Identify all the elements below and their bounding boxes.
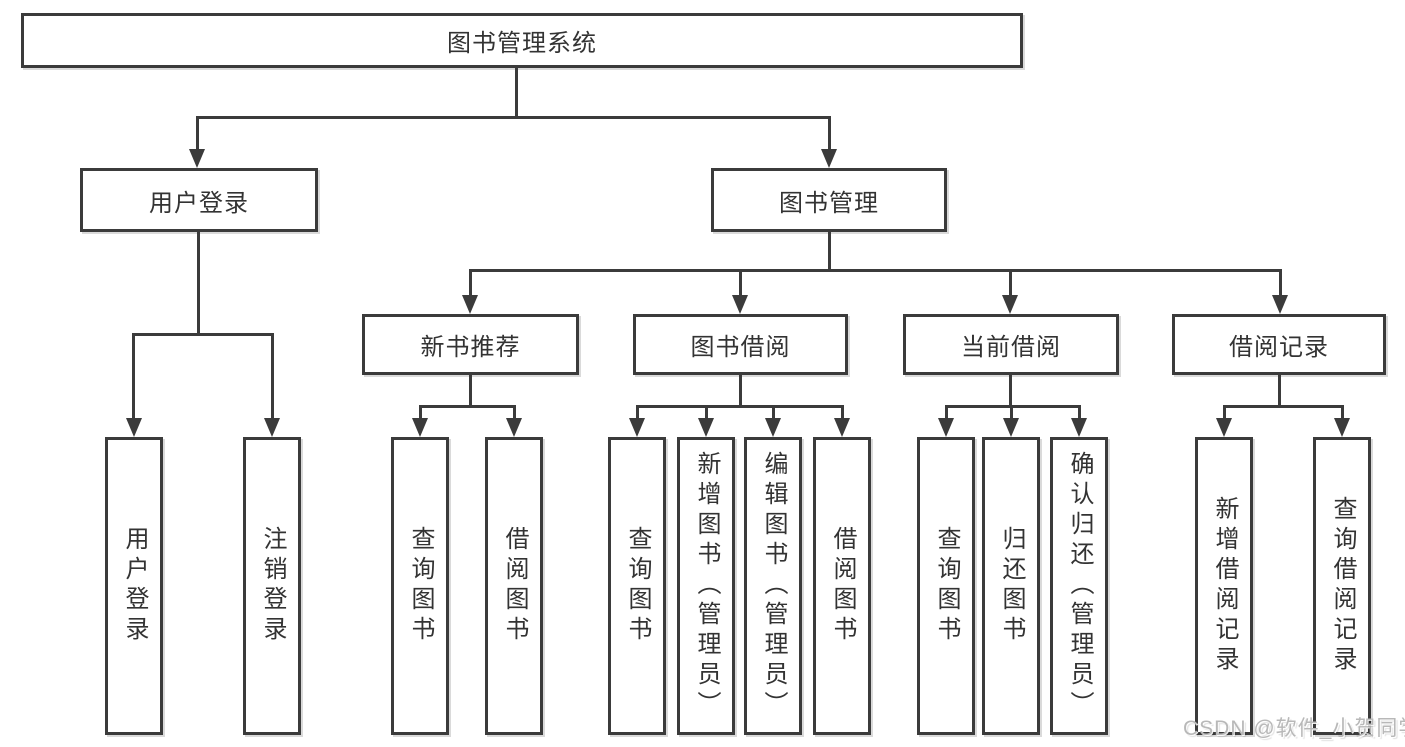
- connector-line: [772, 405, 775, 420]
- leaf-br-query-record: 查询借阅记录: [1313, 437, 1371, 735]
- connector-line: [469, 269, 472, 297]
- csdn-watermark: CSDN @软件_小贺同学: [1183, 717, 1405, 740]
- connector-line: [132, 333, 135, 420]
- connector-line: [419, 405, 422, 420]
- arrowhead-icon: [264, 418, 280, 437]
- connector-line: [1223, 405, 1344, 408]
- connector-line: [196, 116, 831, 119]
- leaf-cb-confirm-return-admin: 确认归还（管理员）: [1050, 437, 1108, 735]
- connector-line: [1278, 374, 1281, 407]
- leaf-cb-return-book: 归还图书: [982, 437, 1040, 735]
- connector-line: [1078, 405, 1081, 420]
- connector-line: [1279, 269, 1282, 297]
- connector-line: [513, 405, 516, 420]
- connector-line: [469, 269, 1282, 272]
- leaf-bb-add-book-admin: 新增图书（管理员）: [677, 437, 735, 735]
- node-new-book-recommend: 新书推荐: [362, 314, 579, 375]
- arrowhead-icon: [765, 418, 781, 437]
- connector-line: [828, 229, 831, 271]
- leaf-cb-query-book-label: 查询图书: [933, 526, 960, 646]
- arrowhead-icon: [1216, 418, 1232, 437]
- leaf-bb-borrow-book: 借阅图书: [813, 437, 871, 735]
- arrowhead-icon: [834, 418, 850, 437]
- arrowhead-icon: [462, 295, 478, 314]
- leaf-logout-label: 注销登录: [259, 526, 286, 646]
- connector-line: [419, 405, 516, 408]
- node-current-borrow: 当前借阅: [903, 314, 1119, 375]
- leaf-nb-query-book-label: 查询图书: [407, 526, 434, 646]
- connector-line: [636, 405, 639, 420]
- connector-line: [132, 333, 274, 336]
- leaf-cb-confirm-return-admin-label: 确认归还（管理员）: [1066, 451, 1093, 721]
- leaf-nb-borrow-book-label: 借阅图书: [501, 526, 528, 646]
- leaf-bb-query-book: 查询图书: [608, 437, 666, 735]
- leaf-bb-add-book-admin-label: 新增图书（管理员）: [693, 451, 720, 721]
- leaf-br-add-record: 新增借阅记录: [1195, 437, 1253, 735]
- arrowhead-icon: [126, 418, 142, 437]
- connector-line: [841, 405, 844, 420]
- connector-line: [196, 116, 199, 151]
- connector-line: [1009, 269, 1012, 297]
- connector-line: [271, 333, 274, 420]
- connector-line: [945, 405, 948, 420]
- leaf-cb-return-book-label: 归还图书: [998, 526, 1025, 646]
- connector-line: [739, 374, 742, 407]
- connector-line: [469, 374, 472, 407]
- leaf-bb-query-book-label: 查询图书: [624, 526, 651, 646]
- leaf-nb-borrow-book: 借阅图书: [485, 437, 543, 735]
- arrowhead-icon: [412, 418, 428, 437]
- arrowhead-icon: [698, 418, 714, 437]
- connector-line: [945, 405, 1081, 408]
- leaf-bb-edit-book-admin-label: 编辑图书（管理员）: [760, 451, 787, 721]
- connector-line: [515, 66, 518, 118]
- arrowhead-icon: [821, 149, 837, 168]
- arrowhead-icon: [938, 418, 954, 437]
- arrowhead-icon: [732, 295, 748, 314]
- node-borrow-record: 借阅记录: [1172, 314, 1386, 375]
- arrowhead-icon: [629, 418, 645, 437]
- arrowhead-icon: [1002, 295, 1018, 314]
- leaf-bb-edit-book-admin: 编辑图书（管理员）: [744, 437, 802, 735]
- leaf-logout: 注销登录: [243, 437, 301, 735]
- leaf-bb-borrow-book-label: 借阅图书: [829, 526, 856, 646]
- connector-line: [636, 405, 844, 408]
- connector-line: [1010, 405, 1013, 420]
- node-book-borrow: 图书借阅: [633, 314, 848, 375]
- node-book-management: 图书管理: [711, 168, 947, 232]
- node-user-login: 用户登录: [80, 168, 318, 232]
- connector-line: [197, 229, 200, 335]
- connector-line: [1009, 374, 1012, 407]
- leaf-cb-query-book: 查询图书: [917, 437, 975, 735]
- node-library-system: 图书管理系统: [21, 13, 1023, 68]
- arrowhead-icon: [189, 149, 205, 168]
- leaf-br-query-record-label: 查询借阅记录: [1329, 496, 1356, 676]
- leaf-br-add-record-label: 新增借阅记录: [1211, 496, 1238, 676]
- arrowhead-icon: [1003, 418, 1019, 437]
- connector-line: [828, 116, 831, 151]
- leaf-user-login-label: 用户登录: [121, 526, 148, 646]
- arrowhead-icon: [1071, 418, 1087, 437]
- connector-line: [1223, 405, 1226, 420]
- leaf-user-login: 用户登录: [105, 437, 163, 735]
- connector-line: [1341, 405, 1344, 420]
- arrowhead-icon: [506, 418, 522, 437]
- connector-line: [705, 405, 708, 420]
- leaf-nb-query-book: 查询图书: [391, 437, 449, 735]
- arrowhead-icon: [1334, 418, 1350, 437]
- arrowhead-icon: [1272, 295, 1288, 314]
- connector-line: [739, 269, 742, 297]
